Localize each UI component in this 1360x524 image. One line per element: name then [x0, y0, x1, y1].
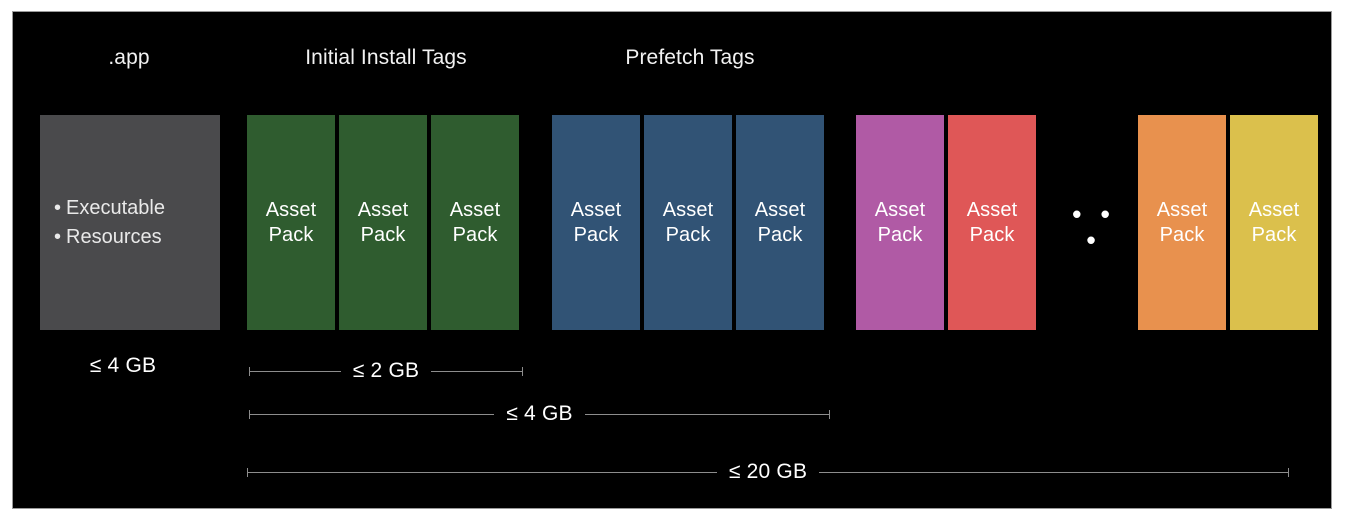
- asset-pack-label-line2: Pack: [573, 223, 619, 246]
- list-item: •Executable: [54, 194, 165, 223]
- size-limit-bar-total-limit: ≤ 20 GB: [247, 459, 1290, 485]
- asset-pack-label-line1: Asset: [1248, 198, 1300, 221]
- asset-pack-label-line1: Asset: [357, 198, 409, 221]
- measure-rule-left: [247, 467, 717, 477]
- size-limit-label-app-limit: ≤ 4 GB: [89, 354, 157, 377]
- asset-pack-label-line1: Asset: [1156, 198, 1208, 221]
- asset-pack-label-line1: Asset: [754, 198, 806, 221]
- size-limit-label-total-limit: ≤ 20 GB: [728, 460, 808, 483]
- group-header-initial-install: Initial Install Tags: [305, 46, 467, 69]
- diagram-panel: .app Initial Install Tags Prefetch Tags …: [12, 11, 1332, 509]
- group-header-prefetch: Prefetch Tags: [625, 46, 755, 69]
- app-bundle-box: •Executable •Resources: [40, 115, 220, 330]
- size-limit-label-initial-install-limit: ≤ 2 GB: [352, 359, 420, 382]
- asset-pack-label-line1: Asset: [874, 198, 926, 221]
- list-item-label: Resources: [66, 225, 162, 248]
- asset-pack-label-line2: Pack: [969, 223, 1015, 246]
- asset-pack-label-line2: Pack: [757, 223, 803, 246]
- asset-pack-label-line1: Asset: [966, 198, 1018, 221]
- asset-pack-label-line2: Pack: [665, 223, 711, 246]
- measure-rule-left: [249, 409, 495, 419]
- size-limit-bar-initial-install-plus-prefetch-limit: ≤ 4 GB: [249, 401, 831, 427]
- list-item: •Resources: [54, 223, 165, 252]
- bullet-icon: •: [54, 225, 62, 248]
- list-item-label: Executable: [66, 196, 165, 219]
- measure-rule-left: [249, 366, 341, 376]
- ellipsis-icon: • • •: [1072, 199, 1116, 255]
- asset-pack-label-line2: Pack: [877, 223, 923, 246]
- asset-pack-label-line1: Asset: [570, 198, 622, 221]
- asset-pack-label-line2: Pack: [360, 223, 406, 246]
- asset-pack-label-line2: Pack: [268, 223, 314, 246]
- asset-pack-label-line1: Asset: [662, 198, 714, 221]
- asset-pack-label-line1: Asset: [265, 198, 317, 221]
- size-limit-label-initial-install-plus-prefetch-limit: ≤ 4 GB: [506, 402, 573, 425]
- size-limit-bar-initial-install-limit: ≤ 2 GB: [249, 358, 524, 384]
- asset-pack-label-line2: Pack: [1251, 223, 1297, 246]
- app-bundle-contents-list: •Executable •Resources: [54, 194, 165, 252]
- measure-rule-right: [431, 366, 524, 376]
- bullet-icon: •: [54, 196, 62, 219]
- asset-pack-label-line2: Pack: [452, 223, 498, 246]
- asset-pack-label-line2: Pack: [1159, 223, 1205, 246]
- measure-rule-right: [819, 467, 1290, 477]
- asset-pack-label-line1: Asset: [449, 198, 501, 221]
- group-header-app: .app: [108, 46, 150, 69]
- measure-rule-right: [584, 409, 831, 419]
